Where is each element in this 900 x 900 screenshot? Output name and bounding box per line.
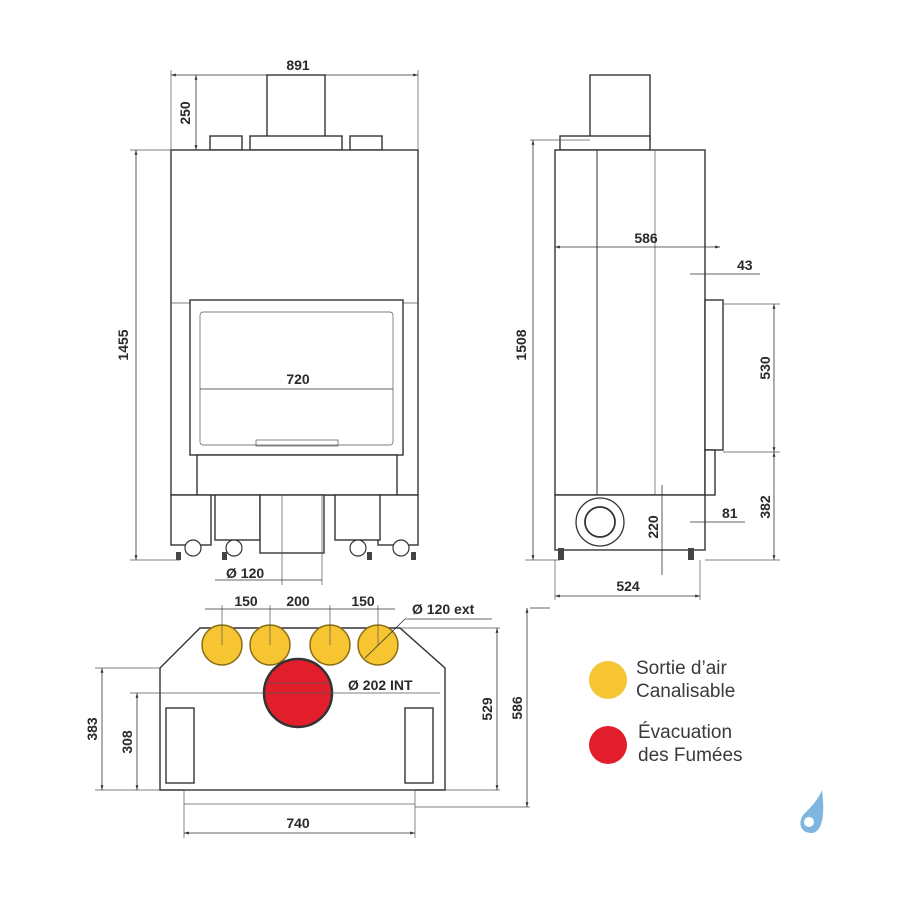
flue-outlet-diameter-label: Ø 202 INT xyxy=(348,677,413,693)
legend-dot-flue xyxy=(589,726,627,764)
legend-flue-line2: des Fumées xyxy=(638,745,743,766)
leg-offset-label: 81 xyxy=(722,505,738,521)
front-flue-diameter-label: Ø 120 xyxy=(226,565,264,581)
brand-logo-icon xyxy=(800,790,824,834)
leg-height-label: 220 xyxy=(645,515,661,539)
front-lower-panel xyxy=(196,454,398,496)
side-depth-label: 383 xyxy=(84,717,100,741)
legend-flue-line1: Évacuation xyxy=(638,722,733,743)
front-flue-outlet xyxy=(259,494,325,554)
spacing-left-label: 150 xyxy=(234,593,258,609)
front-total-height-label: 1455 xyxy=(115,329,131,360)
front-top-height-label: 250 xyxy=(177,101,193,125)
door-height-label: 530 xyxy=(757,356,773,380)
side-flue-spigot xyxy=(575,497,625,547)
top-inner-depth-label: 529 xyxy=(479,697,495,721)
side-body xyxy=(554,149,706,496)
side-view: 1508 586 43 530 382 220 81 524 xyxy=(513,74,780,600)
front-width-label: 891 xyxy=(286,57,310,73)
flue-depth-label: 308 xyxy=(119,730,135,754)
glass-offset-label: 43 xyxy=(737,257,753,273)
side-flue-collar xyxy=(589,74,651,141)
legend-air-line1: Sortie d’air xyxy=(636,658,727,679)
door-width-label: 720 xyxy=(286,371,310,387)
legend-item-air-outlet: Sortie d’air Canalisable xyxy=(636,657,735,703)
top-total-depth-label: 586 xyxy=(509,696,525,720)
side-total-height-label: 1508 xyxy=(513,329,529,360)
side-glass xyxy=(704,299,724,451)
side-depth-label: 586 xyxy=(634,230,658,246)
air-outlet-diameter-label: Ø 120 ext xyxy=(412,601,475,617)
spacing-center-label: 200 xyxy=(286,593,310,609)
legend-item-flue: Évacuation des Fumées xyxy=(638,721,743,767)
legend-dot-air-outlet xyxy=(589,661,627,699)
top-view: 150 200 150 Ø 120 ext Ø 202 INT 529 586 … xyxy=(84,593,550,838)
front-view: 891 250 1455 720 Ø 120 xyxy=(115,57,419,585)
base-depth-label: 524 xyxy=(616,578,640,594)
lower-height-label: 382 xyxy=(757,495,773,519)
spacing-right-label: 150 xyxy=(351,593,375,609)
legend-air-line2: Canalisable xyxy=(636,681,736,702)
top-width-label: 740 xyxy=(286,815,310,831)
